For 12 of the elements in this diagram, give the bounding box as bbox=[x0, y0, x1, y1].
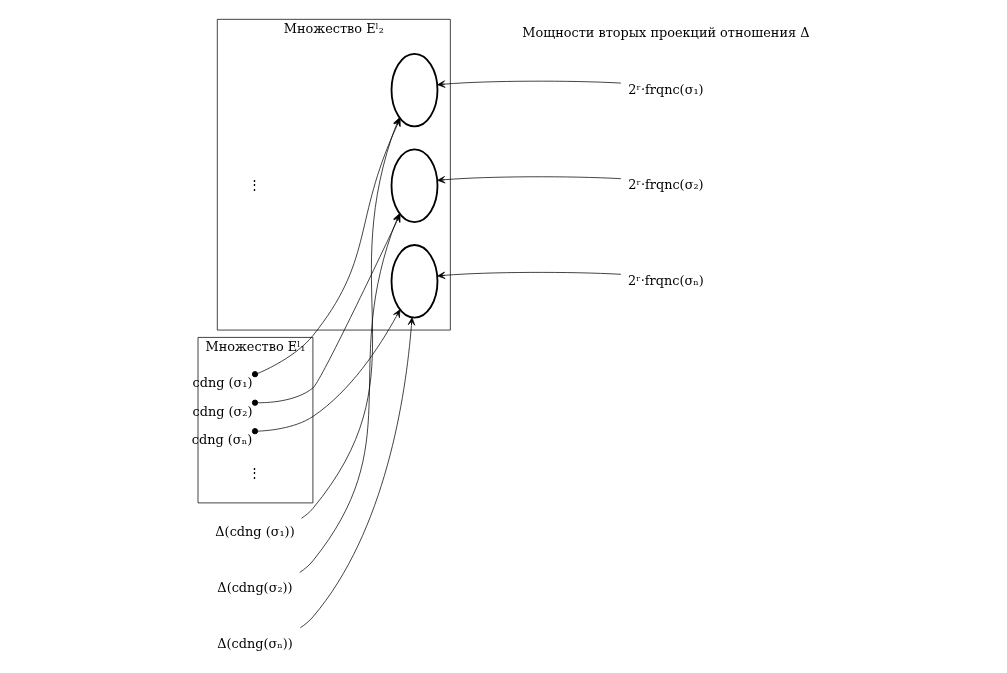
label: ⋮ bbox=[248, 464, 262, 480]
node-label: cdng (σₙ) bbox=[191, 432, 253, 448]
node-text: Δ(cdng(σ₂)) bbox=[217, 579, 293, 595]
node-label: cdng (σ₂) bbox=[192, 403, 253, 419]
node-text: Δ(cdng (σ₁)) bbox=[215, 523, 295, 539]
node-text: 2ʳ·frqnc(σ₁) bbox=[628, 81, 704, 97]
label: ⋮ bbox=[248, 177, 262, 193]
node-text: Δ(cdng(σₙ)) bbox=[217, 635, 293, 651]
label: Мощности вторых проекций отношения Δ bbox=[522, 25, 810, 41]
node-label: cdng (σ₁) bbox=[192, 375, 253, 391]
node-text: 2ʳ·frqnc(σₙ) bbox=[628, 272, 704, 288]
node-text: 2ʳ·frqnc(σ₂) bbox=[628, 177, 704, 193]
